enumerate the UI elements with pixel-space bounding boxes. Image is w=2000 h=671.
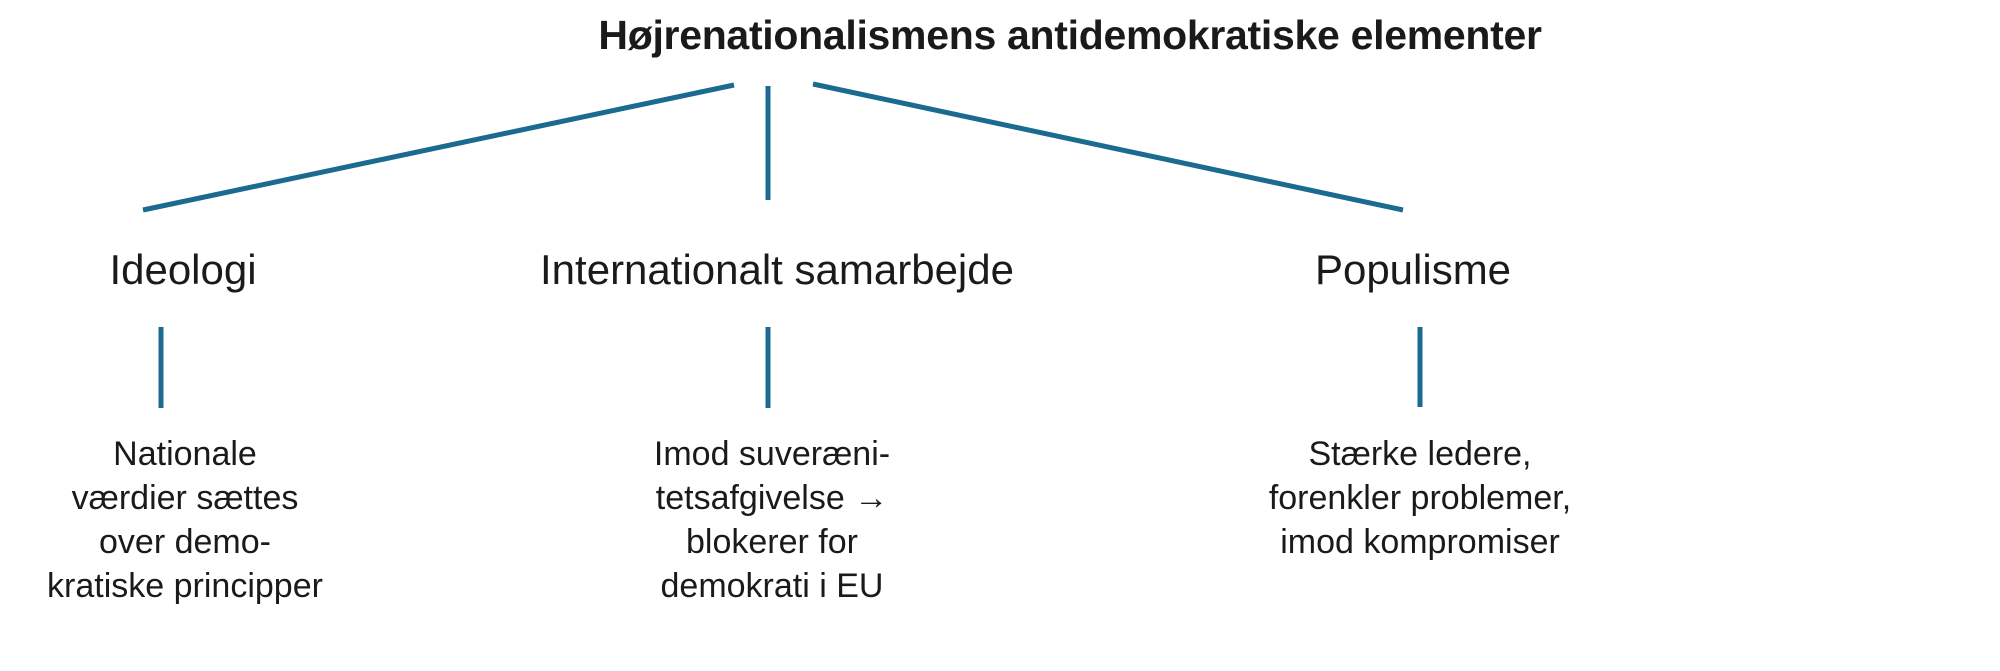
branch-label-internationalt-samarbejde: Internationalt samarbejde	[540, 246, 1014, 293]
description-line: Stærke ledere,	[1308, 435, 1532, 473]
description-line: blokerer for	[686, 523, 858, 561]
connector-title-to-populisme	[812, 81, 1404, 213]
branch-description-internationalt-samarbejde: Imod suveræni- tetsafgivelse → blokerer …	[654, 432, 890, 608]
branch-label-ideologi: Ideologi	[109, 246, 257, 293]
connector-title-to-ideologi	[142, 82, 735, 213]
branch-description-ideologi: Nationale værdier sættes over demo- krat…	[47, 432, 323, 608]
description-line: Imod suveræni-	[653, 435, 891, 473]
description-line: Nationale	[113, 435, 257, 473]
description-line: kratiske principper	[47, 567, 323, 605]
diagram-title: Højrenationalismens antidemokratiske ele…	[598, 12, 1542, 58]
description-line: over demo-	[99, 523, 271, 561]
description-line: forenkler problemer,	[1268, 479, 1572, 517]
description-line: værdier sættes	[71, 479, 299, 517]
branch-description-populisme: Stærke ledere, forenkler problemer, imod…	[1269, 432, 1571, 564]
description-line: demokrati i EU	[660, 567, 884, 605]
branch-label-populisme: Populisme	[1314, 246, 1512, 293]
description-line: imod kompromiser	[1280, 523, 1560, 561]
description-line: tetsafgivelse →	[655, 479, 889, 517]
